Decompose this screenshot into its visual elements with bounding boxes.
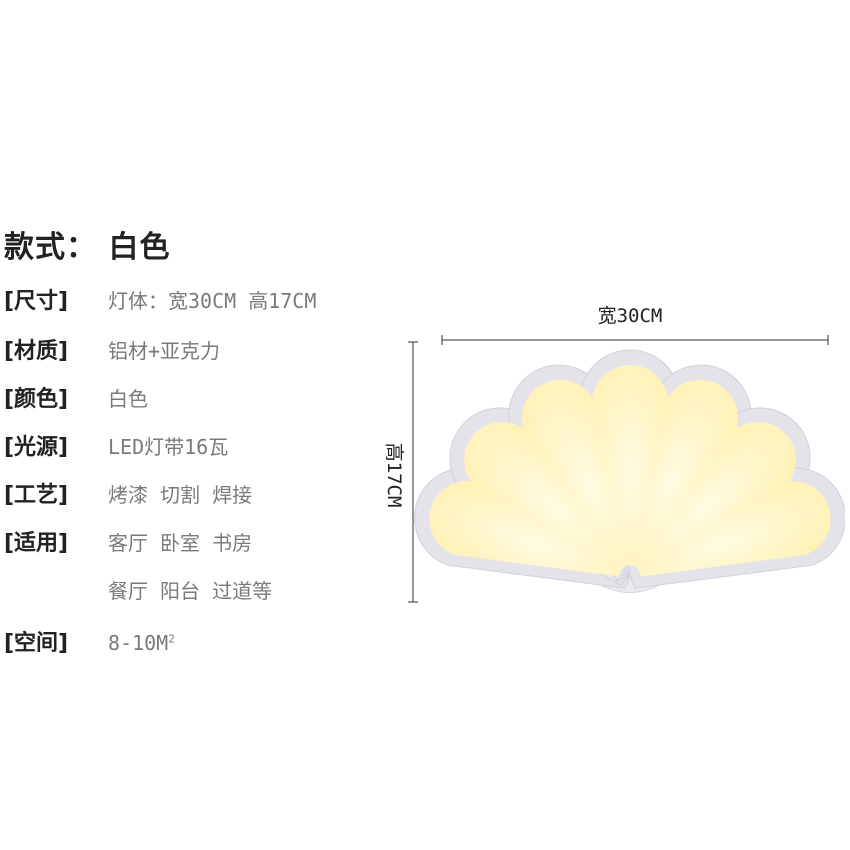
spec-value-size: 灯体：宽30CM 高17CM xyxy=(108,289,317,313)
spec-label-space: [空间] xyxy=(4,630,69,656)
spec-label-craft: [工艺] xyxy=(4,483,69,508)
spec-label-color: [颜色] xyxy=(4,387,69,412)
spec-value-space: 8-10M2 xyxy=(108,631,175,655)
spec-value-light-source: LED灯带16瓦 xyxy=(108,435,229,459)
fan-blade-panel-2 xyxy=(464,421,626,573)
spec-label-application: [适用] xyxy=(4,531,69,556)
spec-row-craft: [工艺] 烤漆 切割 焊接 xyxy=(4,479,252,511)
spec-row-light-source: [光源] LED灯带16瓦 xyxy=(4,431,228,463)
spec-label-size: [尺寸] xyxy=(4,289,69,314)
fan-lamp xyxy=(414,349,845,593)
fan-blade-panel-6 xyxy=(634,421,796,573)
width-label: 宽30CM xyxy=(598,305,663,327)
spec-label-light-source: [光源] xyxy=(4,435,69,460)
spec-row-size: [尺寸] 灯体：宽30CM 高17CM xyxy=(4,285,316,317)
spec-value-space-number: 8-10M xyxy=(108,630,169,655)
dimension-width: 宽30CM xyxy=(441,305,829,345)
spec-label-material: [材质] xyxy=(4,339,69,364)
fan-blade-panel-1 xyxy=(429,481,623,577)
spec-value-space-sup: 2 xyxy=(168,632,175,645)
spec-value-color: 白色 xyxy=(108,387,148,411)
spec-row-material: [材质] 铝材+亚克力 xyxy=(4,335,220,367)
spec-value-craft: 烤漆 切割 焊接 xyxy=(108,483,253,507)
fan-blades xyxy=(414,349,845,589)
spec-row-color: [颜色] 白色 xyxy=(4,383,148,415)
fan-blade-panel-7 xyxy=(637,481,831,577)
spec-row-application: [适用] 客厅 卧室 书房 xyxy=(4,527,252,559)
spec-value-material: 铝材+亚克力 xyxy=(108,339,221,363)
spec-value-application-cont: 餐厅 阳台 过道等 xyxy=(108,579,273,603)
fan-blade-panel-4 xyxy=(592,365,668,565)
spec-value-application: 客厅 卧室 书房 xyxy=(108,531,253,555)
product-style-title: 款式： 白色 xyxy=(4,230,171,265)
fan-blade-panel-3 xyxy=(522,379,631,568)
spec-row-application-cont: 餐厅 阳台 过道等 xyxy=(4,575,272,607)
spec-row-space: [空间] 8-10M2 xyxy=(4,623,175,656)
product-diagram: 宽30CM 高17CM xyxy=(383,305,845,603)
height-label: 高17CM xyxy=(383,443,405,508)
dimension-height: 高17CM xyxy=(383,341,418,603)
fan-blade-panel-5 xyxy=(629,379,738,568)
